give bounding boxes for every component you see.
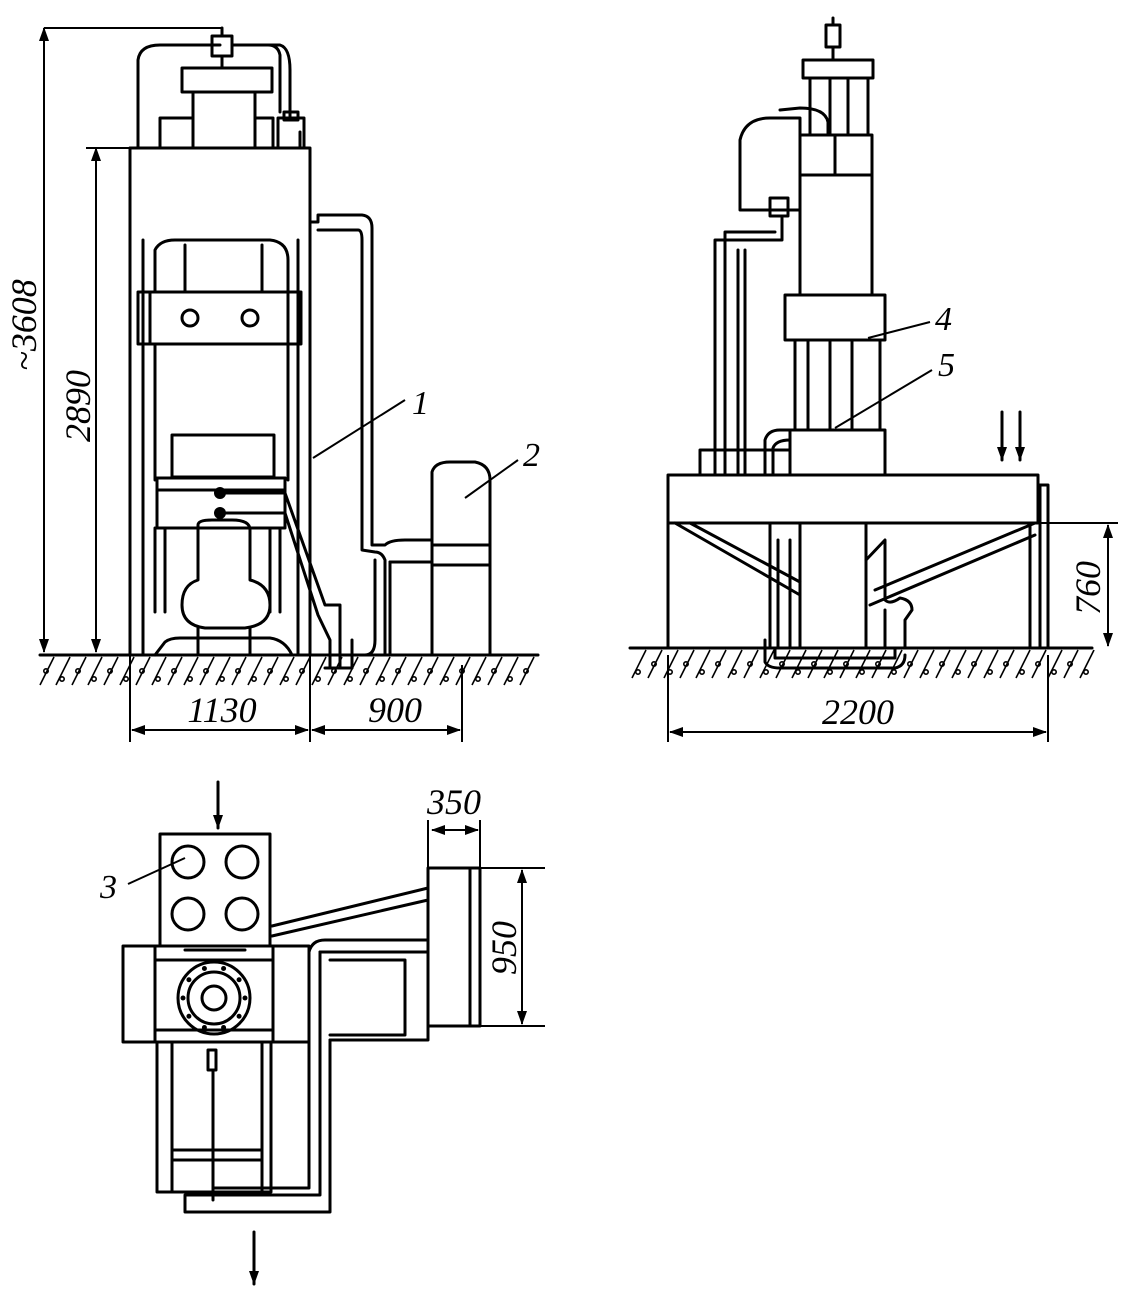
callout-2: 2 — [523, 437, 540, 474]
callout-3: 3 — [99, 869, 117, 906]
plan-view — [121, 780, 482, 1286]
dim-tank-depth: 350 — [426, 782, 481, 822]
ground-hatch-front — [38, 653, 540, 686]
callout-4: 4 — [935, 301, 952, 338]
dim-table-width: 2200 — [822, 692, 894, 732]
plan-dimensions: 350 950 3 — [99, 782, 545, 1027]
front-view — [38, 26, 540, 686]
dim-tank-width: 950 — [484, 921, 524, 975]
dim-frame-height: 2890 — [58, 370, 98, 442]
side-view — [628, 16, 1095, 679]
dim-total-height: ~3608 — [4, 279, 44, 370]
callout-1: 1 — [412, 385, 429, 422]
dim-press-width: 1130 — [187, 690, 256, 730]
front-dimensions: ~3608 2890 1130 900 1 2 — [4, 27, 540, 742]
callout-5: 5 — [938, 347, 955, 384]
side-dimensions: 760 2200 4 5 — [667, 301, 1118, 742]
dim-table-height: 760 — [1068, 561, 1108, 615]
dim-tank-offset: 900 — [368, 690, 422, 730]
